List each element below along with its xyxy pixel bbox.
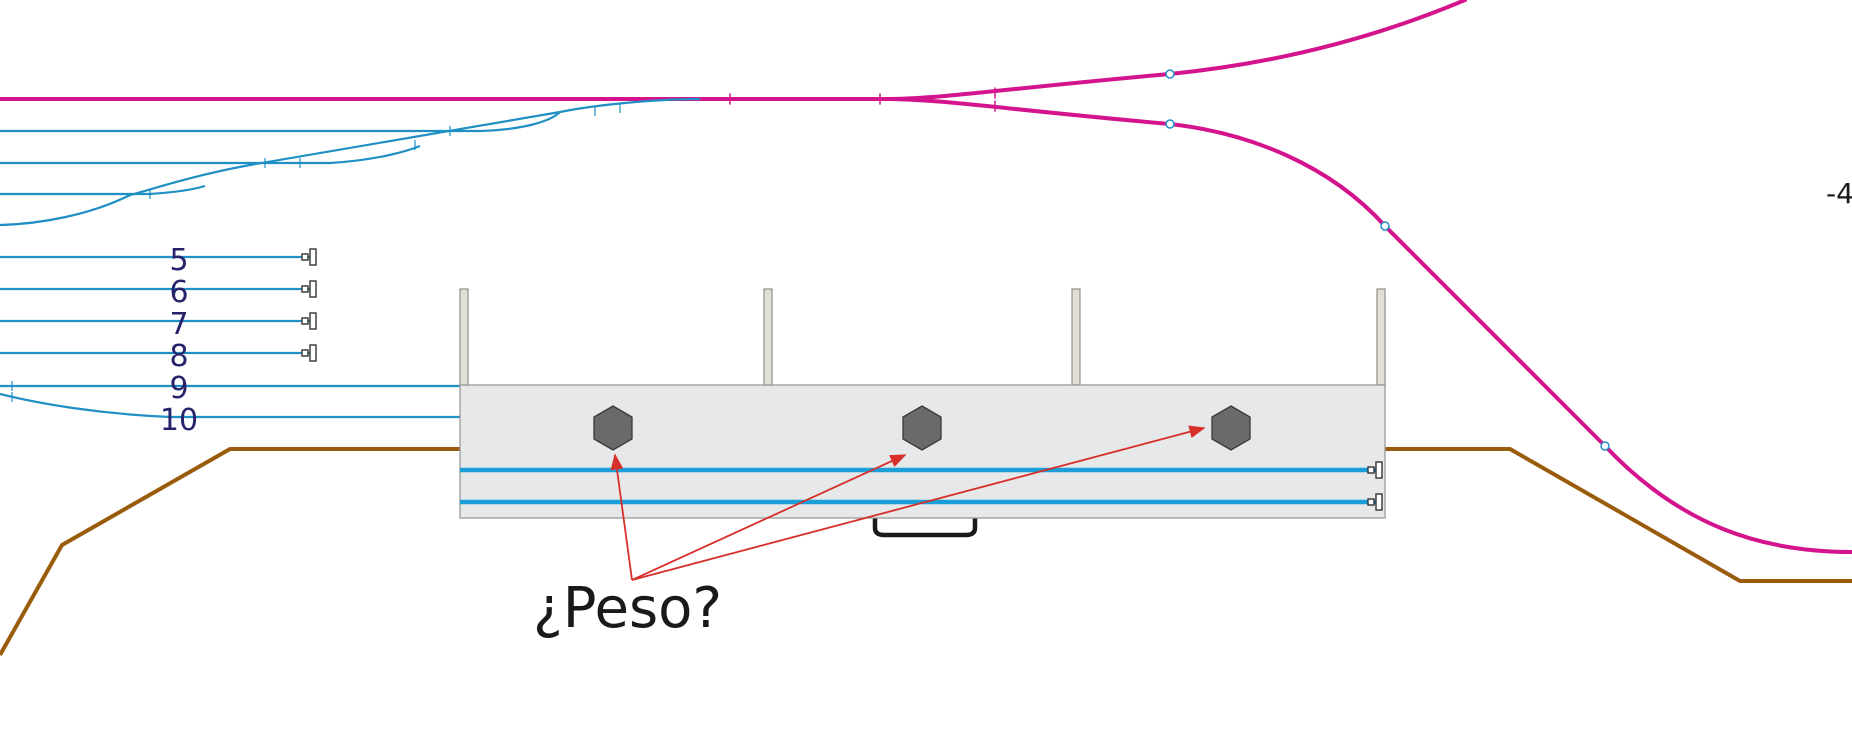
buffer-stop-icon bbox=[301, 248, 317, 266]
track-node bbox=[1165, 119, 1175, 129]
baseboard-edge-right bbox=[1385, 447, 1852, 583]
weights bbox=[593, 405, 1251, 451]
buffer-stops-module bbox=[1367, 461, 1383, 511]
buffer-stop-icon bbox=[301, 344, 317, 362]
main-line-lower-branch bbox=[888, 97, 1852, 554]
hexagon-weight-icon bbox=[1211, 405, 1251, 451]
buffer-stops-yard bbox=[301, 248, 317, 362]
siding-ticks bbox=[11, 103, 621, 402]
baseboard-outline bbox=[0, 447, 1852, 656]
module-post bbox=[1071, 288, 1081, 386]
edge-cut-label: -4 bbox=[1826, 177, 1852, 210]
track-label-7: 7 bbox=[169, 307, 188, 342]
main-line-ticks bbox=[729, 87, 996, 112]
main-line-nodes bbox=[1165, 69, 1610, 451]
module-body bbox=[459, 384, 1386, 519]
cassette-module bbox=[459, 288, 1386, 538]
baseboard-edge-left bbox=[0, 447, 460, 656]
siding-3 bbox=[0, 184, 206, 196]
main-line-upper-branch bbox=[888, 0, 1467, 101]
buffer-stop-icon bbox=[301, 312, 317, 330]
track-node bbox=[1380, 221, 1390, 231]
siding-10 bbox=[0, 392, 460, 419]
module-post bbox=[763, 288, 773, 386]
track-label-10: 10 bbox=[160, 403, 198, 438]
hexagon-weight-icon bbox=[902, 405, 942, 451]
module-posts bbox=[459, 288, 1386, 386]
buffer-stop-icon bbox=[1367, 493, 1383, 511]
arrow-to-weight-3 bbox=[631, 425, 1206, 581]
siding-ladder-lead bbox=[0, 97, 701, 227]
arrow-to-weight-1 bbox=[610, 453, 633, 581]
handle-icon bbox=[872, 515, 978, 538]
module-post bbox=[459, 288, 469, 386]
module-post bbox=[1376, 288, 1386, 386]
track-label-5: 5 bbox=[169, 243, 188, 278]
annotation-arrows bbox=[610, 425, 1206, 581]
siding-1 bbox=[0, 111, 561, 133]
yard-sidings bbox=[0, 97, 701, 419]
weight-question-label: ¿Peso? bbox=[533, 576, 722, 641]
buffer-stop-icon bbox=[301, 280, 317, 298]
siding-2 bbox=[0, 144, 421, 165]
hexagon-weight-icon bbox=[593, 405, 633, 451]
track-node bbox=[1600, 441, 1610, 451]
track-label-9: 9 bbox=[169, 371, 188, 406]
track-label-8: 8 bbox=[169, 339, 188, 374]
track-number-labels: 5 6 7 8 9 10 bbox=[160, 243, 198, 438]
buffer-stop-icon bbox=[1367, 461, 1383, 479]
track-node bbox=[1165, 69, 1175, 79]
arrow-to-weight-2 bbox=[631, 454, 907, 581]
track-label-6: 6 bbox=[169, 275, 188, 310]
